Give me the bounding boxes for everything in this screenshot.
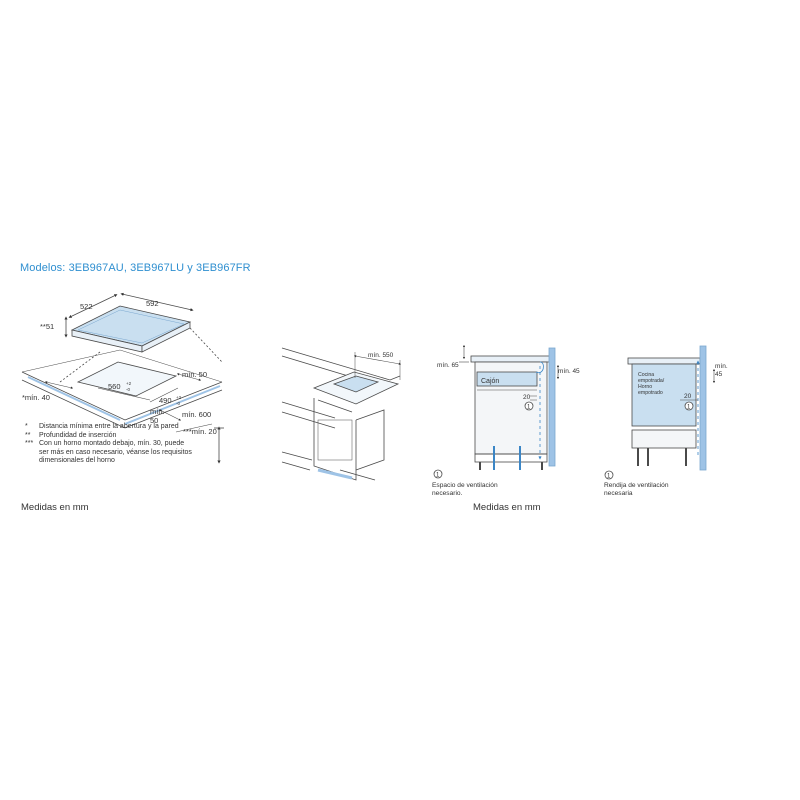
dim-560-tol-plus: +2 [126,381,132,386]
min-45-label: mín. 45 [558,368,580,375]
cutout-opening [76,361,178,397]
dim-560-tol-minus: -0 [126,387,130,392]
cooktop-slab [70,305,192,353]
oven-box [631,363,697,427]
width-dimension-line [120,292,194,312]
marker-1 [524,401,534,411]
dim-560: 560 [108,382,121,391]
dim-51: **51 [40,322,54,331]
cooktop-dimension-figure [21,292,224,464]
drawer-side-view-figure [433,344,560,479]
dim-20-label: 20 [684,393,692,400]
footnote-2: ** Profundidad de inserción [25,431,117,439]
footnotes: * Distancia mínima entre la abertura y l… [25,423,195,466]
oven-label-4: empotrado [638,390,663,396]
wall [548,347,556,467]
min-65-label: mín. 65 [437,362,459,369]
min-label: mín. [715,363,728,370]
drawer-box [476,371,538,387]
dim-20-label: 20 [523,394,531,401]
min-50-label: mín. 50 [182,370,207,379]
ventilation-caption: Espacio de ventilación necesario. [432,482,498,497]
cutout-opening [332,375,380,393]
min-600-label: mín. 600 [182,410,211,419]
marker-1-label: 1 [687,405,691,411]
dim-522: 522 [80,302,93,311]
min-550-label: mín. 550 [368,352,394,359]
min-50-b-value: 50 [150,416,158,425]
marker-1-label: 1 [527,405,531,411]
caption-marker-label: 1 [607,474,611,480]
dim-490-tol-minus: -0 [176,401,180,406]
min-550-dimension-line [353,355,402,365]
footnote-1: * Distancia mínima entre la abertura y l… [25,423,179,430]
oven-label-3: Horno [638,384,652,390]
footnote-3: *** Con un horno montado debajo, mín. 30… [25,440,192,465]
models-title: Modelos: 3EB967AU, 3EB967LU y 3EB967FR [20,262,251,274]
cabinet-perspective-figure [281,347,402,481]
vent-slot-caption: Rendija de ventilación necesaria [604,482,669,497]
wall [699,345,707,471]
oven-label-1: Cocina [638,372,654,378]
units-label-right: Medidas en mm [473,502,541,513]
min-20-label: ***mín. 20 [183,427,217,436]
min-40-label: *mín. 40 [22,393,50,402]
oven-side-view-figure [604,345,716,480]
units-label-left: Medidas en mm [21,502,89,513]
dim-592: 592 [146,299,159,308]
min-50-b-label: mín. [150,407,165,416]
oven-label-2: empotrada/ [638,378,665,384]
min-45-value: 45 [715,371,723,378]
caption-marker-label: 1 [436,473,440,479]
dim-490-tol-plus: +2 [176,395,182,400]
drawer-label: Cajón [481,378,499,385]
dim-490: 490 [159,396,172,405]
marker-1 [684,401,694,411]
depth-dimension-line [68,294,118,318]
